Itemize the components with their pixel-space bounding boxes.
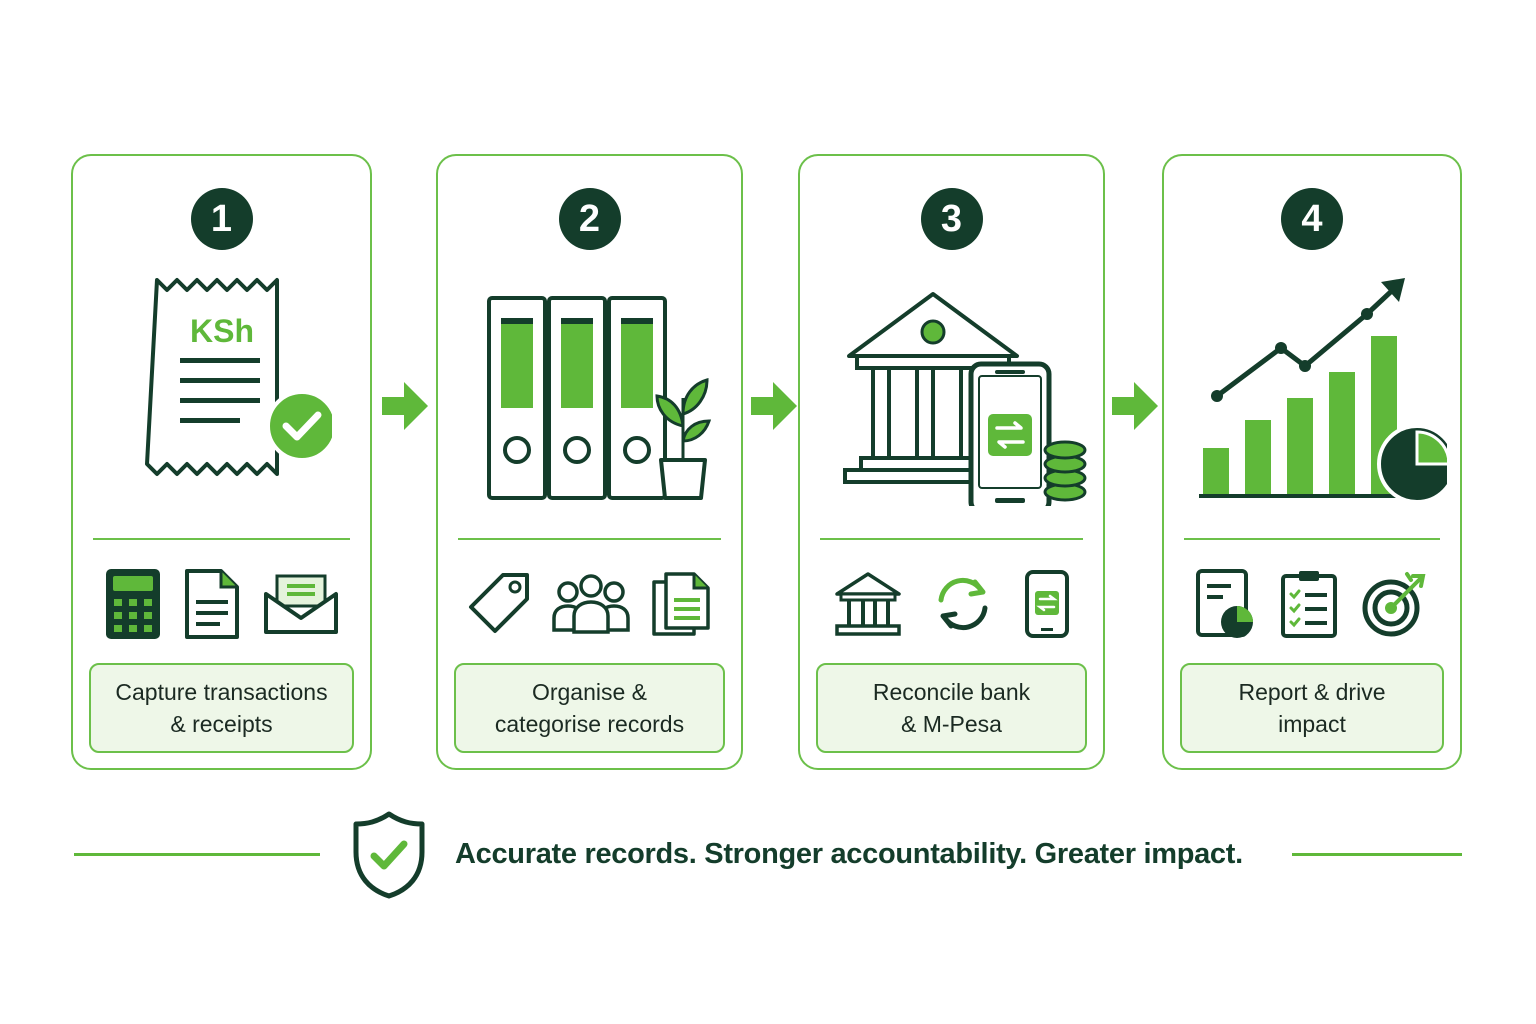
step-card-2: 2 bbox=[436, 154, 743, 770]
mobile-transfer-icon bbox=[1024, 570, 1069, 638]
step-label: Capture transactions & receipts bbox=[89, 663, 354, 753]
target-icon bbox=[1362, 572, 1426, 637]
footer-tagline: Accurate records. Stronger accountabilit… bbox=[455, 838, 1243, 870]
svg-text:KSh: KSh bbox=[190, 313, 254, 349]
shield-check-icon bbox=[353, 811, 425, 899]
binders-hero bbox=[438, 266, 741, 516]
calculator-icon bbox=[106, 569, 161, 639]
step-icons bbox=[820, 564, 1083, 644]
growth-chart-icon bbox=[1199, 278, 1447, 504]
receipt-hero: KSh bbox=[73, 266, 370, 516]
divider bbox=[458, 538, 721, 540]
tag-icon bbox=[468, 573, 529, 633]
step-number: 4 bbox=[1281, 188, 1343, 250]
footer-divider-right bbox=[1292, 853, 1462, 856]
growth-chart-hero bbox=[1164, 266, 1460, 516]
step-card-4: 4 bbox=[1162, 154, 1462, 770]
step-label: Report & drive impact bbox=[1180, 663, 1444, 753]
footer-divider-left bbox=[74, 853, 320, 856]
step-label: Reconcile bank & M-Pesa bbox=[816, 663, 1087, 753]
bank-phone-icon bbox=[842, 292, 1086, 506]
step-icons bbox=[458, 564, 721, 644]
bank-icon bbox=[835, 572, 901, 636]
document-icon bbox=[185, 569, 240, 639]
receipt-icon: KSh bbox=[144, 278, 332, 476]
step-label: Organise & categorise records bbox=[454, 663, 725, 753]
arrow-right-icon bbox=[382, 382, 428, 430]
report-icon bbox=[1196, 569, 1253, 638]
divider bbox=[820, 538, 1083, 540]
step-icons bbox=[93, 564, 350, 644]
step-number: 3 bbox=[920, 188, 983, 250]
step-number: 1 bbox=[190, 188, 253, 250]
bank-mobile-hero bbox=[800, 266, 1103, 516]
group-icon bbox=[552, 574, 631, 634]
step-icons bbox=[1184, 564, 1440, 644]
step-card-3: 3 bbox=[798, 154, 1105, 770]
arrow-right-icon bbox=[751, 382, 797, 430]
divider bbox=[93, 538, 350, 540]
step-card-1: 1 KSh bbox=[71, 154, 372, 770]
binders-icon bbox=[486, 296, 711, 500]
sync-icon bbox=[938, 578, 988, 630]
divider bbox=[1184, 538, 1440, 540]
step-number: 2 bbox=[558, 188, 621, 250]
envelope-icon bbox=[263, 574, 338, 634]
checklist-icon bbox=[1281, 571, 1337, 638]
files-icon bbox=[652, 572, 710, 636]
arrow-right-icon bbox=[1112, 382, 1158, 430]
